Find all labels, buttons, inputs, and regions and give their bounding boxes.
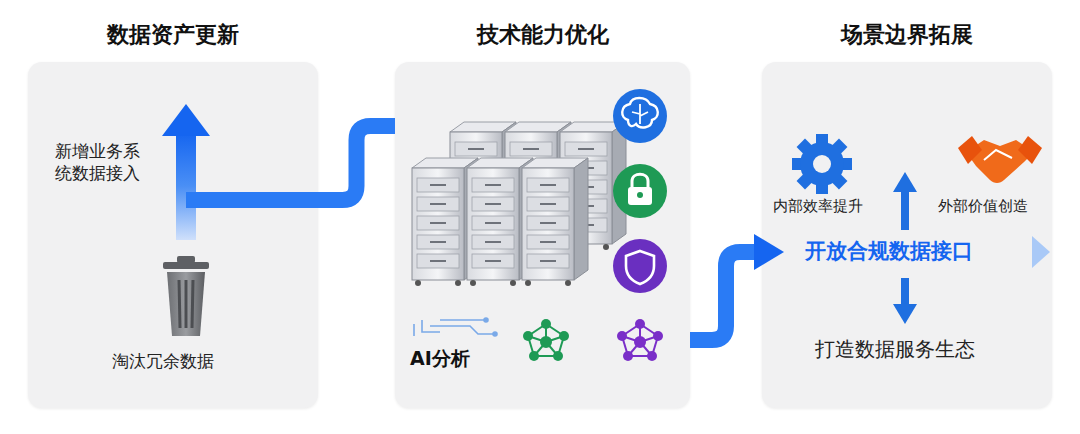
brain-icon [613, 89, 667, 143]
flow-connector [318, 126, 395, 200]
circuit-lines [414, 318, 497, 336]
gear-icon [792, 134, 852, 194]
efficiency-note: 内部效率提升 [773, 197, 863, 217]
input-note: 新增业务系统数据接入 [55, 140, 145, 184]
panel-heading: 数据资产更新 [8, 20, 338, 50]
network-icon-purple [617, 319, 663, 361]
flow-connector [690, 252, 758, 340]
server-rack [412, 122, 626, 286]
trash-icon [163, 256, 209, 336]
upload-arrow [162, 104, 318, 240]
panel-heading: 技术能力优化 [375, 20, 710, 50]
removal-note: 淘汰冗余数据 [112, 350, 214, 372]
value-note: 外部价值创造 [938, 197, 1028, 217]
network-icon-green [523, 319, 569, 361]
ai-label: AI分析 [410, 346, 470, 371]
handshake-icon [958, 136, 1042, 183]
panel-heading: 场景边界拓展 [742, 20, 1072, 50]
lock-icon [613, 164, 667, 218]
shield-icon [613, 239, 667, 293]
interface-label: 开放合规数据接口 [805, 238, 973, 265]
ecosystem-label: 打造数据服务生态 [815, 336, 975, 362]
